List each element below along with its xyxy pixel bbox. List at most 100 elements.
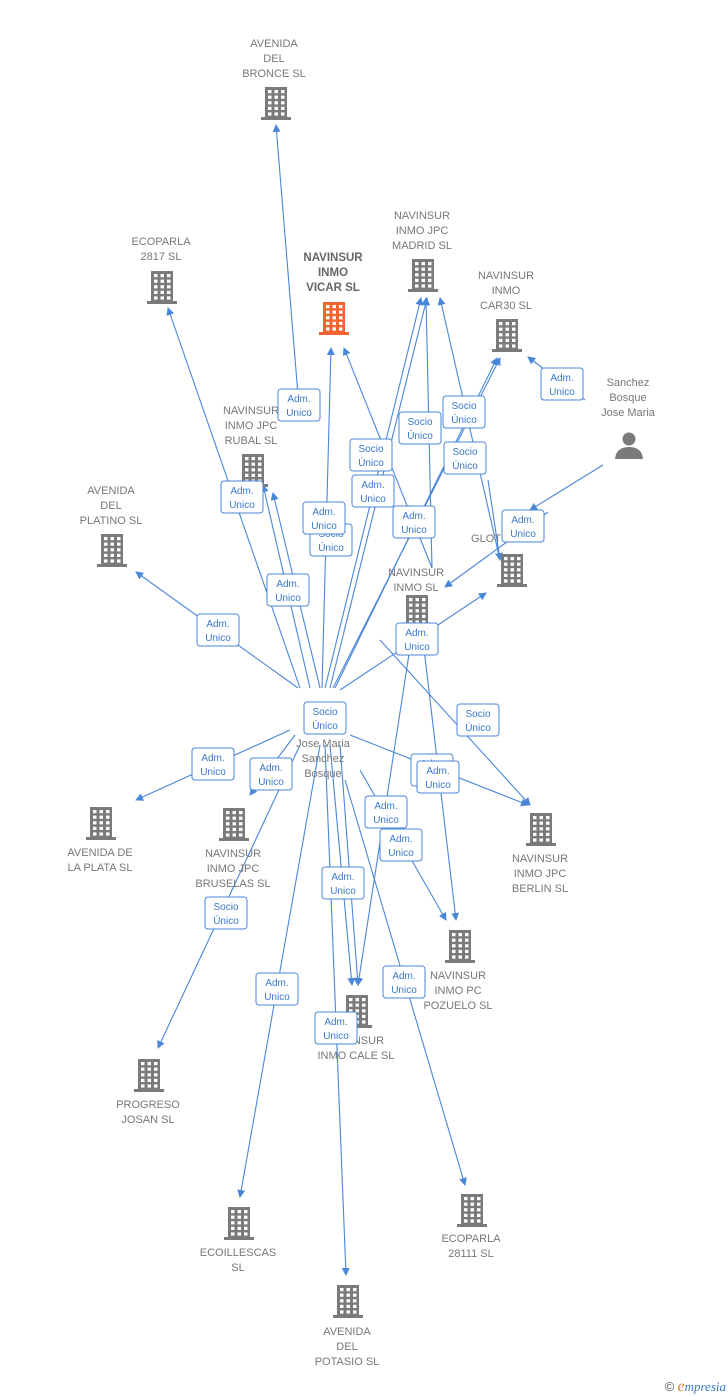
node-label-line: Jose Maria xyxy=(296,738,351,750)
edge-label-text: Único xyxy=(451,413,477,426)
building-icon xyxy=(333,1285,363,1318)
edge-label[interactable]: Adm.Unico xyxy=(191,747,235,781)
node-label-line: ECOPARLA xyxy=(131,236,191,248)
edge-label[interactable]: Adm.Unico xyxy=(379,828,423,862)
edge-label[interactable]: Adm.Unico xyxy=(416,760,460,794)
building-icon xyxy=(526,813,556,846)
edge-label-text: Socio xyxy=(452,447,477,458)
edge-label-text: Adm. xyxy=(511,515,534,526)
edge-label[interactable]: Adm.Unico xyxy=(540,367,584,401)
node-glot[interactable]: GLOT xyxy=(471,533,527,587)
node-avenida-plata[interactable]: AVENIDA DE LA PLATA SL xyxy=(67,807,133,874)
edge-label-text: Unico xyxy=(388,848,414,859)
building-icon xyxy=(497,554,527,587)
node-label-line: INMO CALE SL xyxy=(317,1050,394,1062)
edge-label-text: Unico xyxy=(360,494,386,505)
building-icon xyxy=(147,271,177,304)
relation-edge xyxy=(237,744,321,1198)
node-label-line: Bosque xyxy=(609,392,646,404)
node-label-line: BRUSELAS SL xyxy=(195,878,270,890)
edge-label-text: Adm. xyxy=(402,511,425,522)
edge-label-text: Adm. xyxy=(331,872,354,883)
edge-label[interactable]: Adm.Unico xyxy=(277,388,321,422)
edge-label[interactable]: Adm.Unico xyxy=(220,480,264,514)
node-label-line: 28111 SL xyxy=(448,1248,493,1260)
empresia-logo: empresia xyxy=(677,1378,726,1395)
edge-label-text: Adm. xyxy=(265,978,288,989)
node-label-line: NAVINSUR xyxy=(430,970,486,982)
edge-label-text: Único xyxy=(358,456,384,469)
node-label-line: NAVINSUR xyxy=(205,848,261,860)
node-label-line: LA PLATA SL xyxy=(67,862,132,874)
building-icon xyxy=(134,1059,164,1092)
relation-edge xyxy=(272,124,299,396)
edge-label-text: Único xyxy=(465,721,491,734)
edge-label[interactable]: Adm. Unico xyxy=(321,866,365,900)
copyright-symbol: © xyxy=(664,1379,675,1394)
edge-label[interactable]: Adm. Unico xyxy=(255,972,299,1006)
edge-label[interactable]: Adm.Unico xyxy=(382,965,426,999)
building-icon xyxy=(261,87,291,120)
edge-label-text: Adm. xyxy=(550,373,573,384)
edge-label-text: Adm. xyxy=(287,394,310,405)
edge-label-text: Único xyxy=(452,459,478,472)
edge-label[interactable]: Adm.Unico xyxy=(364,795,408,829)
edge-label-text: Unico xyxy=(330,886,356,897)
edge-label-text: Unico xyxy=(275,593,301,604)
edge-label-text: Socio xyxy=(407,417,432,428)
node-label-line: DEL xyxy=(100,500,121,512)
edge-label-text: Unico xyxy=(264,992,290,1003)
node-label-line: Sanchez xyxy=(302,753,345,765)
node-label-line: NAVINSUR xyxy=(223,405,279,417)
edge-label-text: Socio xyxy=(451,401,476,412)
node-label-line: AVENIDA xyxy=(87,485,135,497)
node-label-line: Sanchez xyxy=(607,377,650,389)
edge-label-text: Único xyxy=(407,429,433,442)
edge-label[interactable]: Adm.Unico xyxy=(249,757,293,791)
node-label-line: AVENIDA xyxy=(250,38,298,50)
edge-label[interactable]: Adm.Unico xyxy=(196,613,240,647)
edge-label-text: Unico xyxy=(401,525,427,536)
edge-label[interactable]: Adm.Unico xyxy=(314,1011,358,1045)
node-label-line: AVENIDA DE xyxy=(67,847,132,859)
node-label-line: NAVINSUR xyxy=(394,210,450,222)
edge-label[interactable]: Adm.Unico xyxy=(395,622,439,656)
node-label-line: GLOT xyxy=(471,533,501,545)
edge-label-text: Socio xyxy=(358,444,383,455)
edge-label[interactable]: Adm.Unico xyxy=(302,501,346,535)
node-label-line: POTASIO SL xyxy=(315,1356,380,1368)
node-label-line: INMO SL xyxy=(393,582,438,594)
edge-label-text: Adm. xyxy=(230,486,253,497)
relation-edge xyxy=(339,744,362,986)
edge-label[interactable]: Adm. Unico xyxy=(392,505,436,539)
edge-label-text: Socio xyxy=(213,902,238,913)
relation-edge xyxy=(437,297,501,561)
edge-label[interactable]: Adm.Unico xyxy=(351,474,395,508)
edge-label[interactable]: Adm.Unico xyxy=(266,573,310,607)
edge-label[interactable]: Adm.Unico xyxy=(501,509,545,543)
